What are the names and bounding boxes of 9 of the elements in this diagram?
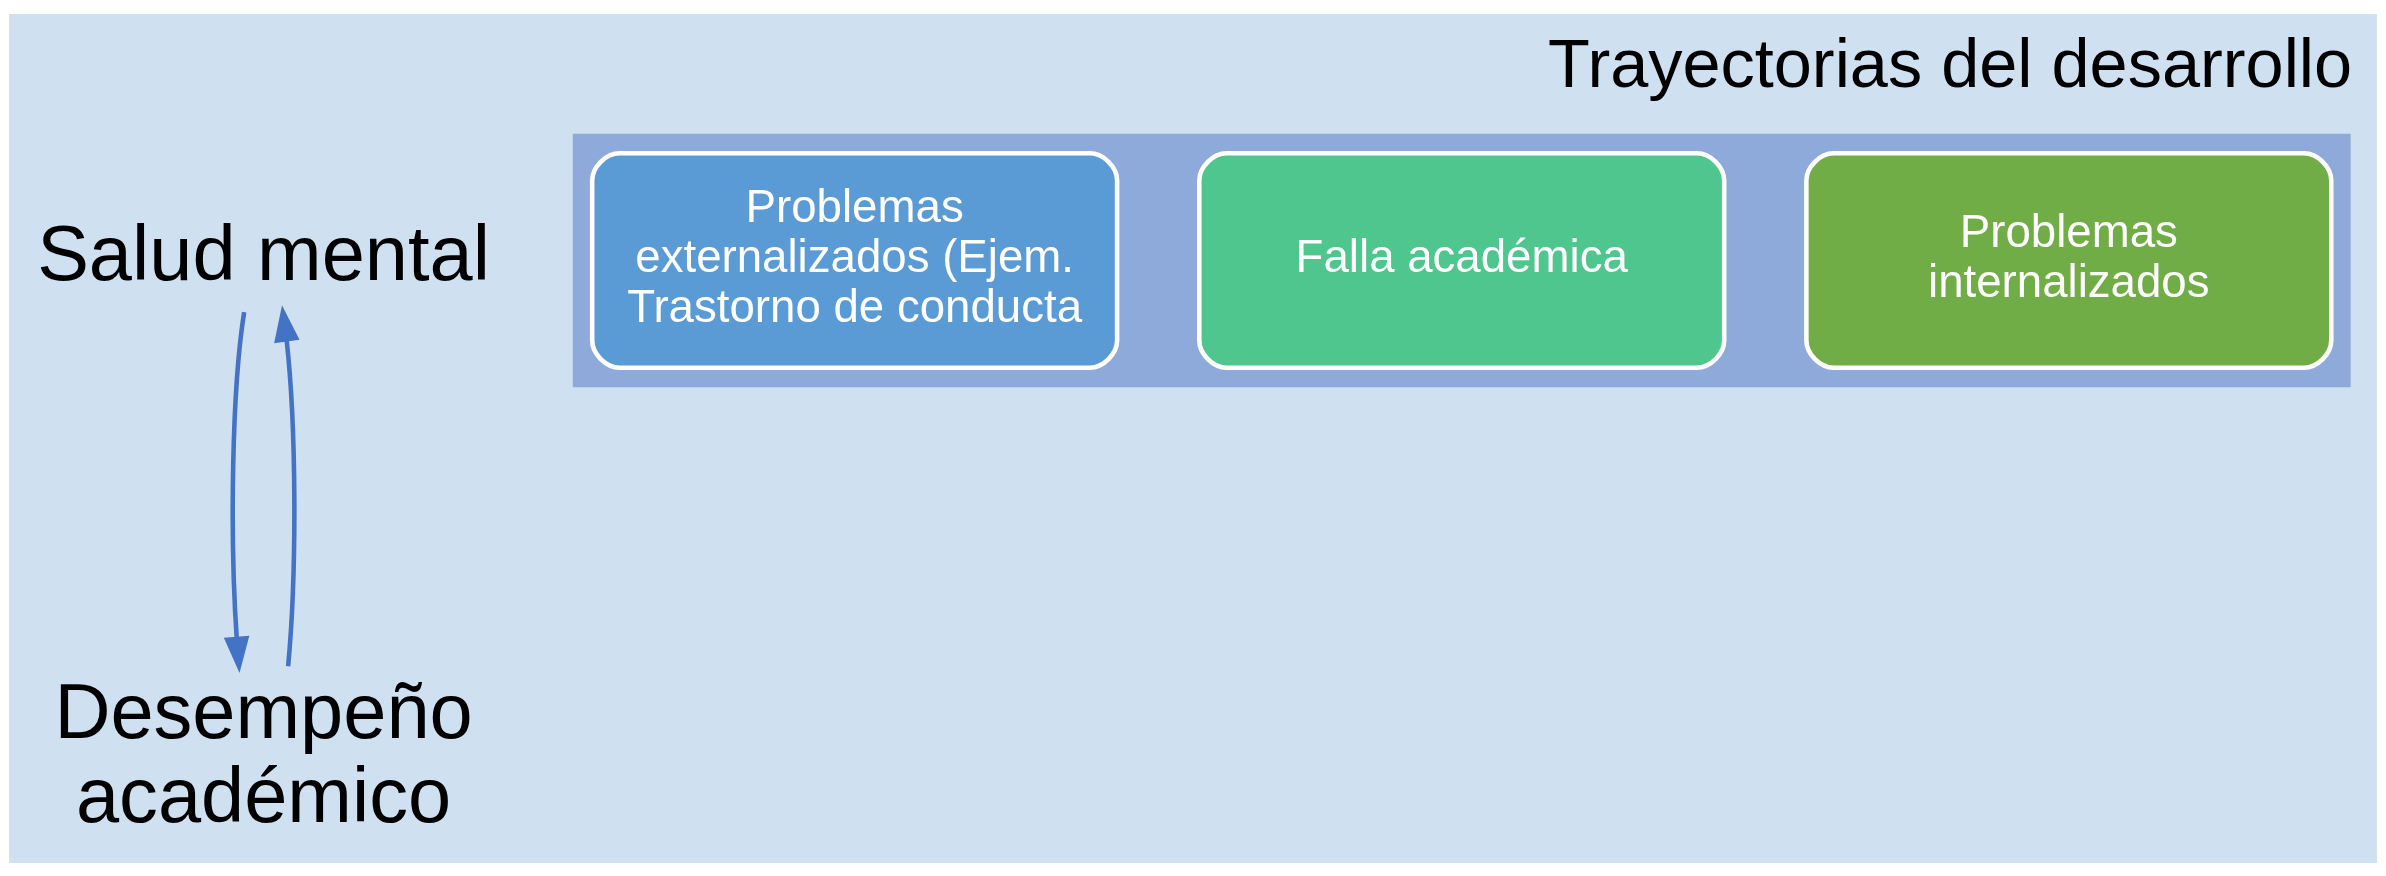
- diagram-title: Trayectorias del desarrollo: [1548, 24, 2353, 102]
- node-box: Falla académica: [1197, 150, 1727, 370]
- node-box: Problemas internalizados: [1804, 150, 2334, 370]
- arrow: [274, 304, 300, 666]
- node-text: Desempeño académico: [54, 667, 473, 838]
- node-box: Problemas externalizados (Ejem. Trastorno de conducta: [589, 150, 1120, 370]
- cluster: [572, 133, 2351, 387]
- node-text: Salud mental: [37, 209, 490, 296]
- arrow: [223, 311, 250, 673]
